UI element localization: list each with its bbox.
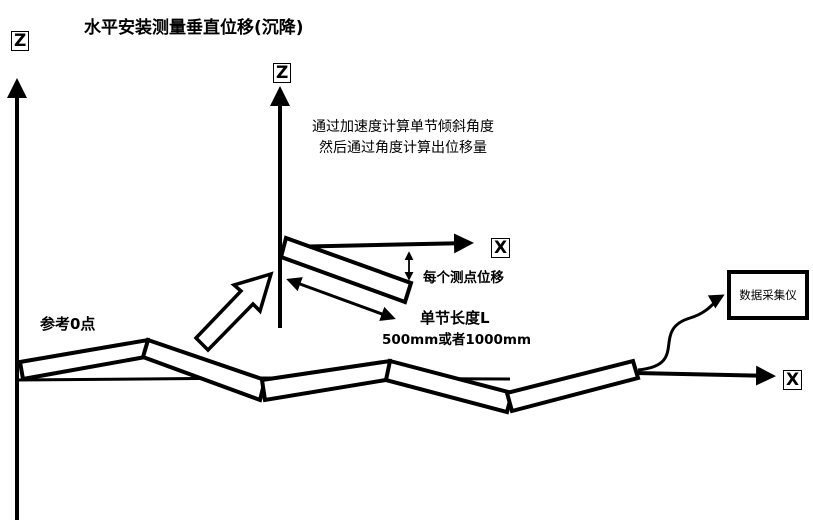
segment-2 bbox=[140, 337, 268, 403]
hollow-arrow bbox=[193, 271, 274, 353]
method-note-line2: 然后通过角度计算出位移量 bbox=[319, 140, 487, 156]
segment-length-arrow bbox=[286, 277, 396, 321]
data-logger-box: 数据采集仪 bbox=[727, 270, 809, 320]
segment-3 bbox=[259, 358, 395, 403]
segment-length-label: 单节长度L bbox=[420, 309, 490, 327]
reference-point-label: 参考0点 bbox=[40, 315, 96, 333]
method-note-line1: 通过加速度计算单节倾斜角度 bbox=[312, 119, 494, 135]
cable-to-logger bbox=[637, 294, 725, 372]
center-x-label: X bbox=[491, 238, 511, 258]
left-z-label: Z bbox=[11, 31, 30, 51]
center-x-axis bbox=[285, 233, 474, 254]
center-z-label: Z bbox=[273, 63, 292, 83]
segment-1 bbox=[17, 337, 154, 382]
method-note: 通过加速度计算单节倾斜角度 然后通过角度计算出位移量 bbox=[312, 117, 494, 159]
segment-4 bbox=[383, 358, 515, 415]
segment-5 bbox=[504, 358, 641, 414]
data-logger-label: 数据采集仪 bbox=[739, 288, 797, 302]
segment-chain bbox=[17, 337, 641, 415]
diagram-title: 水平安装测量垂直位移(沉降) bbox=[84, 18, 304, 38]
segment-length-values: 500mm或者1000mm bbox=[382, 332, 532, 348]
displacement-label: 每个测点位移 bbox=[423, 270, 504, 286]
right-x-label: X bbox=[783, 370, 803, 390]
right-x-axis bbox=[635, 365, 776, 386]
